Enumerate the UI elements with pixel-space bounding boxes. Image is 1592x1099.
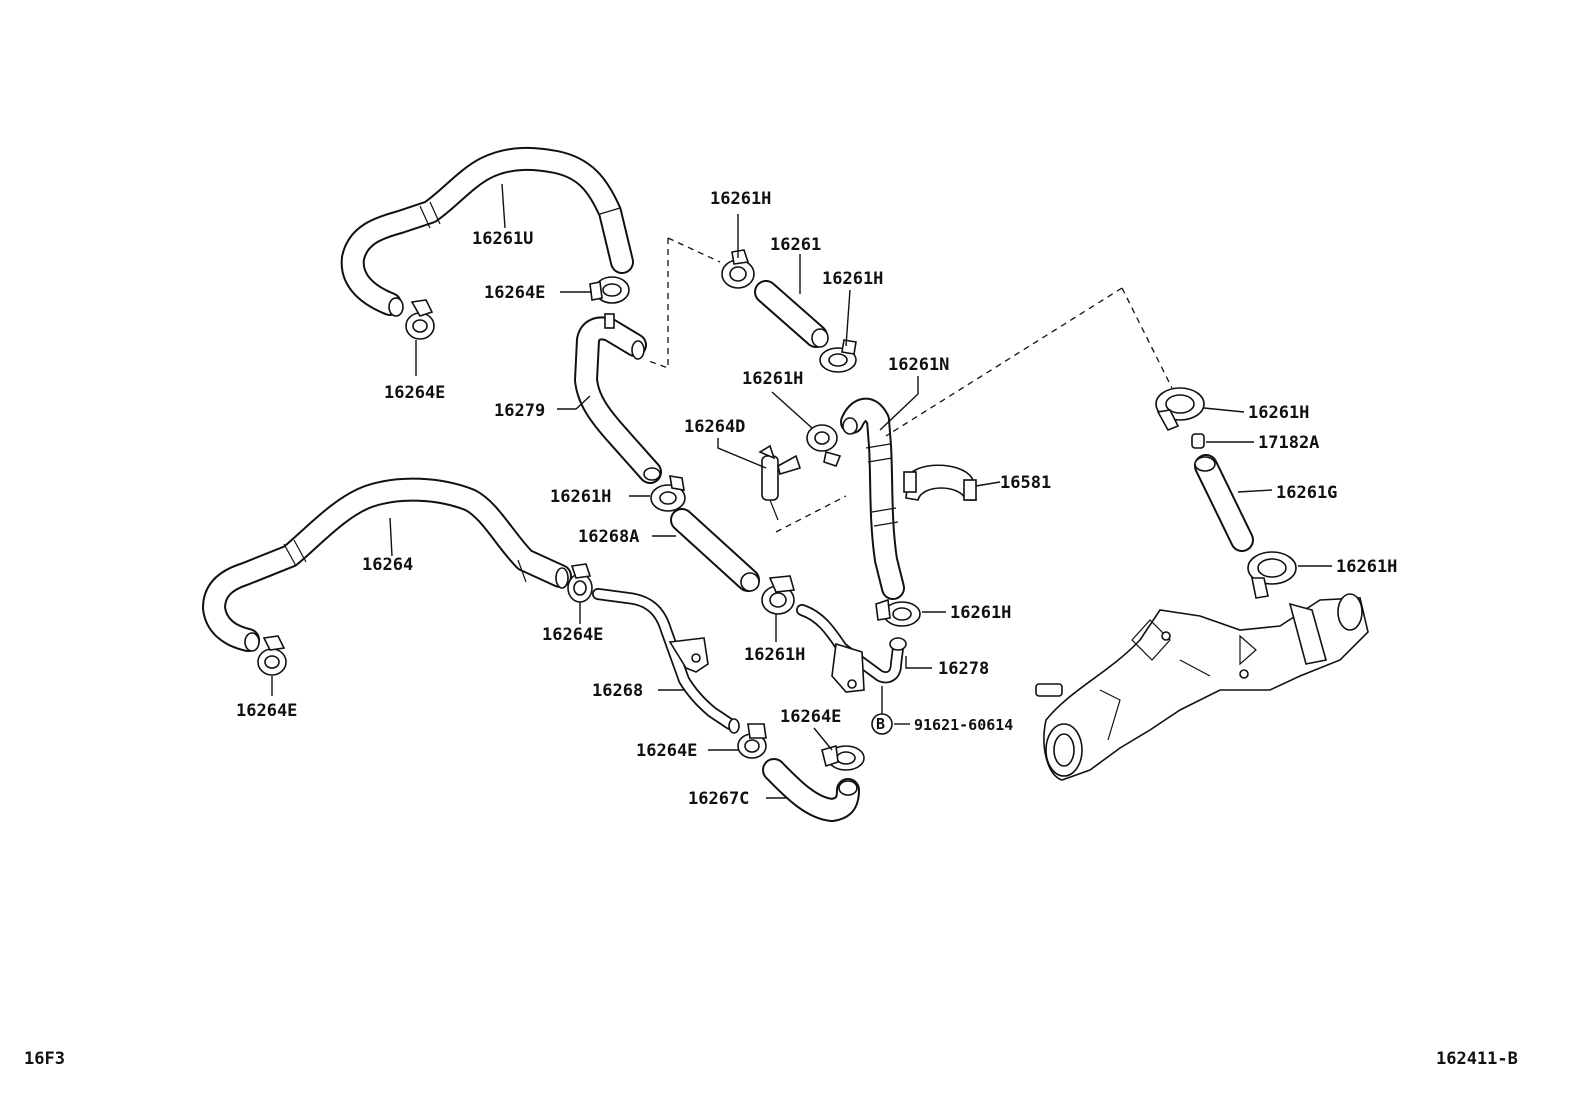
clamp-16264E-upper-left[interactable] [405,299,435,340]
label-16581[interactable]: 16581 [1000,473,1051,493]
label-16264E-mid[interactable]: 16264E [542,625,603,645]
joint-17182A[interactable] [1191,433,1205,449]
label-16261H-upper-right[interactable]: 16261H [1248,403,1309,423]
label-17182A[interactable]: 17182A [1258,433,1319,453]
label-16268A[interactable]: 16268A [578,527,639,547]
clamp-16261H-center[interactable] [806,424,842,467]
connection-dashed-lines [645,237,1173,533]
hose-16261N[interactable] [840,397,905,600]
water-outlet-housing [1035,593,1369,781]
clamp-16581[interactable] [903,464,977,501]
clamp-16261H-right-lower[interactable] [875,598,921,627]
label-16264E-left[interactable]: 16264E [384,383,445,403]
footer-right-code: 162411-B [1436,1049,1518,1069]
label-16264E-upper[interactable]: 16264E [484,283,545,303]
bolt-marker-letter: B [876,715,885,733]
label-16264E-bottom-mid[interactable]: 16264E [636,741,697,761]
clamp-16261H-upper-right[interactable] [1155,387,1205,432]
label-16264E-bottom-left[interactable]: 16264E [236,701,297,721]
label-16261H-lower[interactable]: 16261H [744,645,805,665]
hose-16261G[interactable] [1194,454,1254,552]
clamp-16261H-left[interactable] [650,475,686,512]
label-16261H-center[interactable]: 16261H [742,369,803,389]
label-16261H-mid[interactable]: 16261H [822,269,883,289]
pipe-16268[interactable] [592,588,740,734]
clamp-16264E-bottom-mid[interactable] [737,723,767,759]
pipe-16279[interactable] [574,313,662,484]
label-16261H-left[interactable]: 16261H [550,487,611,507]
hose-16261[interactable] [754,280,829,348]
label-16278[interactable]: 16278 [938,659,989,679]
water-cock-16264D[interactable] [758,444,802,521]
label-16261G[interactable]: 16261G [1276,483,1337,503]
clamp-16264E-bottom-left[interactable] [257,635,287,676]
label-16267C[interactable]: 16267C [688,789,749,809]
clamp-16261H-lower-right[interactable] [1247,551,1297,599]
part-labels: 16261U 16264E 16264E 16279 16261H 16261 … [236,189,1397,809]
label-16264D[interactable]: 16264D [684,417,745,437]
clamp-16261H-lower[interactable] [761,575,796,615]
clamp-16264E-bottom-right[interactable] [821,744,865,771]
clamp-16264E-mid-left[interactable] [567,563,593,603]
label-16261H-lower-right[interactable]: 16261H [1336,557,1397,577]
label-16261N[interactable]: 16261N [888,355,949,375]
clamp-16261H-top[interactable] [721,249,755,289]
pipe-16278[interactable] [796,604,907,693]
label-16261[interactable]: 16261 [770,235,821,255]
leader-lines [271,183,1332,799]
label-91621-60614[interactable]: 91621-60614 [914,716,1013,734]
label-16261U[interactable]: 16261U [472,229,533,249]
hose-16267C[interactable] [762,758,860,822]
label-16279[interactable]: 16279 [494,401,545,421]
clamp-16261H-mid[interactable] [819,339,857,373]
hose-16268A[interactable] [670,508,760,592]
label-16261H-right-lower[interactable]: 16261H [950,603,1011,623]
label-16268[interactable]: 16268 [592,681,643,701]
label-16264E-bottom-right[interactable]: 16264E [780,707,841,727]
label-16261H-top[interactable]: 16261H [710,189,771,209]
hose-16264[interactable] [202,477,572,652]
footer-left-code: 16F3 [24,1049,65,1069]
hose-16261U[interactable] [340,146,634,317]
clamp-16264E-upper-right[interactable] [589,276,630,304]
bolt-marker: B [871,713,893,735]
label-16264[interactable]: 16264 [362,555,413,575]
